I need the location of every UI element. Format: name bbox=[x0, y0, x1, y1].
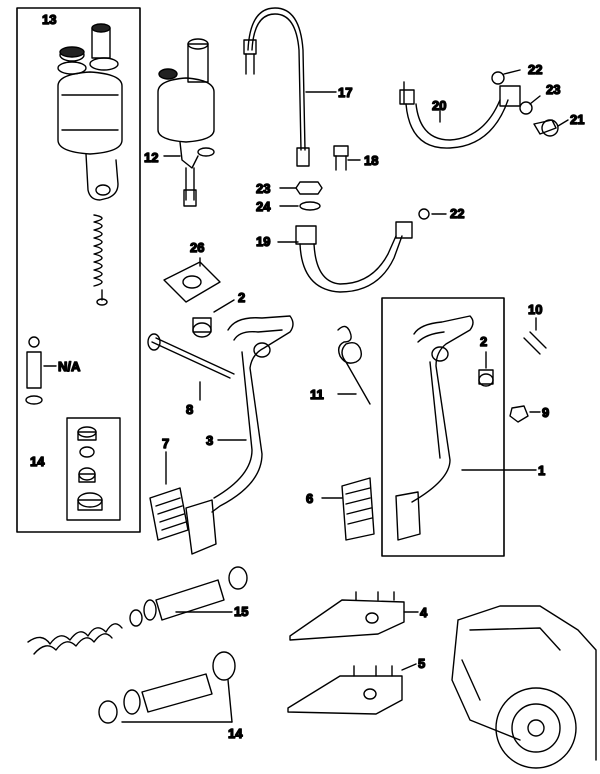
label-22a: 22 bbox=[528, 62, 542, 77]
label-22b: 22 bbox=[450, 206, 464, 221]
bolt-18 bbox=[333, 145, 349, 171]
nut-23 bbox=[295, 181, 323, 195]
label-3: 3 bbox=[206, 433, 213, 448]
bracket-4 bbox=[289, 591, 405, 641]
na-bolt bbox=[25, 336, 43, 405]
brake-pedal-box bbox=[381, 297, 505, 557]
label-14a: 14 bbox=[30, 454, 45, 469]
label-4: 4 bbox=[420, 605, 428, 620]
gasket-26 bbox=[163, 261, 221, 303]
bush-2b bbox=[478, 369, 494, 387]
label-7: 7 bbox=[162, 436, 169, 451]
clutch-pipe-17 bbox=[243, 7, 310, 167]
pedal-3 bbox=[185, 315, 294, 555]
bracket-5 bbox=[287, 665, 403, 715]
label-1: 1 bbox=[538, 463, 545, 478]
nut-9 bbox=[509, 405, 529, 423]
label-11: 11 bbox=[310, 387, 324, 402]
slave-cylinder-14 bbox=[98, 651, 236, 724]
label-12: 12 bbox=[144, 150, 158, 165]
pivot-shaft-8 bbox=[147, 333, 235, 379]
label-19: 19 bbox=[256, 234, 270, 249]
master-cylinder-13 bbox=[57, 23, 123, 201]
seal-kit-14 bbox=[77, 426, 103, 511]
label-14b: 14 bbox=[228, 726, 243, 741]
label-26: 26 bbox=[190, 240, 204, 255]
label-21: 21 bbox=[570, 112, 584, 127]
label-18: 18 bbox=[364, 153, 378, 168]
car-body-outline bbox=[451, 605, 597, 769]
label-na: N/A bbox=[58, 359, 81, 374]
bush-2a bbox=[192, 317, 212, 338]
label-5: 5 bbox=[418, 656, 425, 671]
label-24: 24 bbox=[256, 199, 271, 214]
label-6: 6 bbox=[306, 491, 313, 506]
label-9: 9 bbox=[542, 405, 549, 420]
pin-10 bbox=[523, 331, 547, 355]
return-spring-11 bbox=[337, 325, 371, 405]
label-2a: 2 bbox=[238, 290, 245, 305]
seal-kit-box bbox=[66, 417, 121, 521]
pedal-pad-7 bbox=[149, 487, 189, 541]
master-spring bbox=[93, 214, 108, 306]
label-15: 15 bbox=[234, 604, 248, 619]
hose-20 bbox=[399, 81, 521, 149]
label-13: 13 bbox=[42, 12, 56, 27]
label-2b: 2 bbox=[480, 334, 487, 349]
label-23b: 23 bbox=[546, 82, 560, 97]
label-17: 17 bbox=[338, 85, 352, 100]
banjo-bolt-21 bbox=[533, 119, 559, 137]
master-cylinder-box bbox=[16, 7, 141, 533]
slave-cylinder-15 bbox=[27, 566, 248, 655]
washer-24 bbox=[299, 201, 321, 211]
hose-19 bbox=[295, 221, 413, 293]
label-10: 10 bbox=[528, 302, 542, 317]
brake-pedal-1 bbox=[395, 315, 474, 541]
label-23a: 23 bbox=[256, 181, 270, 196]
pedal-pad-6 bbox=[341, 477, 375, 541]
master-cylinder-12 bbox=[157, 38, 215, 207]
label-20: 20 bbox=[432, 98, 446, 113]
label-8: 8 bbox=[186, 402, 193, 417]
